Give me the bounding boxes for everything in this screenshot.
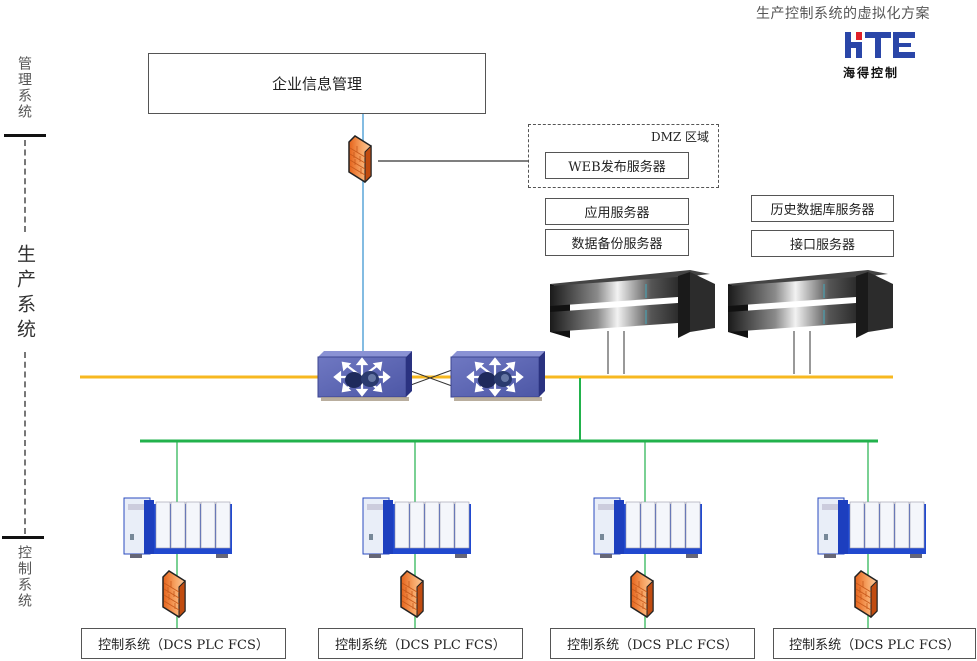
logo-company-name: 海得控制: [843, 66, 900, 80]
zone-divider-top: [4, 134, 46, 137]
control-system-box: 控制系统（DCS PLC FCS）: [773, 628, 976, 659]
web-server-label: WEB发布服务器: [568, 160, 666, 175]
dmz-zone: [528, 124, 719, 188]
core-switch-icon: [449, 349, 547, 403]
firewall-icon: [348, 135, 372, 183]
dmz-zone-label: DMZ 区域: [651, 130, 710, 144]
hte-logo: [845, 30, 917, 62]
backup-server-label: 数据备份服务器: [571, 237, 663, 252]
zone-label-production: 生产系统: [14, 244, 36, 344]
control-system-label: 控制系统（DCS PLC FCS）: [98, 638, 269, 653]
core-switch-icon: [316, 349, 414, 403]
plc-rack-icon: [123, 497, 233, 559]
control-system-box: 控制系统（DCS PLC FCS）: [550, 628, 755, 659]
history-db-server-box: 历史数据库服务器: [751, 195, 894, 222]
backup-server-box: 数据备份服务器: [545, 229, 689, 256]
diagram-title: 生产控制系统的虚拟化方案: [756, 6, 930, 22]
control-system-label: 控制系统（DCS PLC FCS）: [567, 638, 738, 653]
hte-logo-icon: [845, 32, 915, 58]
enterprise-management-label: 企业信息管理: [271, 75, 362, 93]
rack-server-icon: [727, 269, 894, 339]
control-firewall-icon: [400, 570, 424, 618]
zone-divider-bottom: [2, 536, 44, 539]
zone-label-management: 管理系统: [16, 56, 32, 120]
zone-axis-dashed-upper: [24, 140, 26, 232]
app-server-box: 应用服务器: [545, 198, 689, 225]
plc-rack-icon: [362, 497, 472, 559]
plc-rack-icon: [817, 497, 927, 559]
history-db-server-label: 历史数据库服务器: [770, 203, 875, 218]
plc-rack-icon: [593, 497, 703, 559]
control-system-box: 控制系统（DCS PLC FCS）: [81, 628, 286, 659]
enterprise-management-box: 企业信息管理: [148, 53, 486, 114]
zone-axis-dashed-lower: [24, 352, 26, 534]
interface-server-label: 接口服务器: [789, 238, 855, 253]
switch-crosslink: [407, 369, 453, 387]
app-server-label: 应用服务器: [584, 206, 650, 221]
control-firewall-icon: [854, 570, 878, 618]
control-system-label: 控制系统（DCS PLC FCS）: [335, 638, 506, 653]
interface-server-box: 接口服务器: [751, 230, 894, 257]
control-system-label: 控制系统（DCS PLC FCS）: [789, 638, 960, 653]
control-firewall-icon: [162, 570, 186, 618]
control-firewall-icon: [630, 570, 654, 618]
control-system-box: 控制系统（DCS PLC FCS）: [318, 628, 523, 659]
zone-label-control: 控制系统: [16, 545, 32, 609]
rack-server-icon: [549, 269, 716, 339]
web-server-box: WEB发布服务器: [545, 152, 689, 179]
